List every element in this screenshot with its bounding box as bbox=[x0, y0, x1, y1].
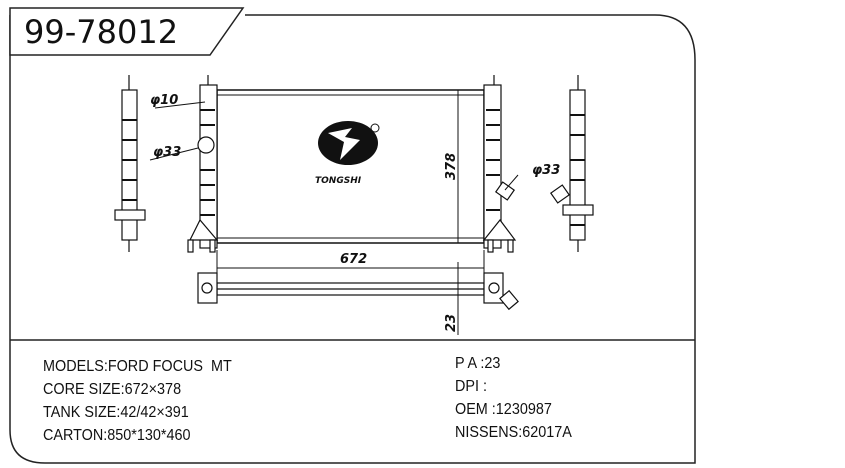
dimension-lines bbox=[149, 90, 519, 335]
svg-text:TONGSHI: TONGSHI bbox=[315, 176, 362, 186]
spec-core-size: CORE SIZE:672×378 bbox=[43, 381, 182, 398]
width-dimension: 672 bbox=[340, 252, 367, 267]
spec-carton: CARTON:850*130*460 bbox=[43, 427, 191, 444]
brand-logo: TONGSHI bbox=[315, 121, 380, 186]
spec-oem: OEM :1230987 bbox=[455, 401, 552, 418]
left-side-view bbox=[114, 75, 146, 252]
inlet-diameter-label: φ33 bbox=[153, 145, 181, 160]
vent-diameter-label: φ10 bbox=[150, 93, 178, 108]
outlet-diameter-label: φ33 bbox=[532, 163, 560, 178]
right-side-view bbox=[549, 75, 594, 252]
spec-tank-size: TANK SIZE:42/42×391 bbox=[43, 404, 189, 421]
bottom-view bbox=[197, 272, 519, 311]
spec-dpi: DPI : bbox=[455, 378, 488, 395]
height-dimension: 378 bbox=[444, 153, 459, 180]
spec-nissens: NISSENS:62017A bbox=[455, 424, 572, 441]
title-tab bbox=[9, 7, 245, 56]
spec-models: MODELS:FORD FOCUS MT bbox=[43, 358, 232, 375]
right-tank bbox=[482, 75, 517, 253]
spec-pa: P A :23 bbox=[455, 355, 501, 372]
thickness-dimension: 23 bbox=[444, 314, 459, 332]
specs-right: P A :23 DPI : OEM :1230987 NISSENS:62017… bbox=[455, 352, 572, 444]
part-number-title: 99-78012 bbox=[24, 13, 178, 51]
left-tank bbox=[187, 75, 219, 253]
drawing-frame bbox=[9, 14, 696, 464]
specs-left: MODELS:FORD FOCUS MT CORE SIZE:672×378 T… bbox=[43, 355, 232, 447]
